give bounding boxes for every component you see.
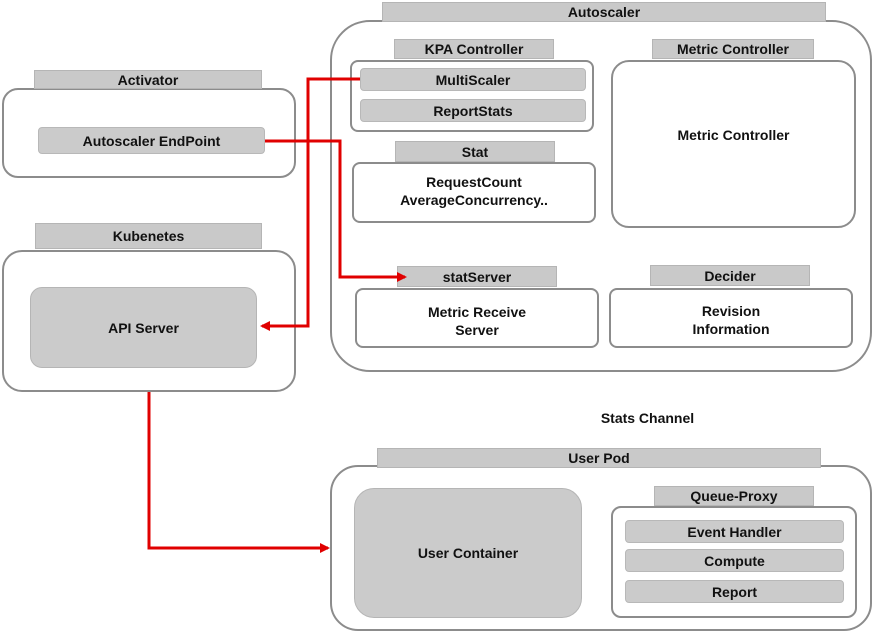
decider-title: Decider (650, 265, 810, 286)
user-pod-title: User Pod (377, 448, 821, 468)
statserver-line1: Metric Receive (427, 303, 527, 320)
arrow-kubernetes-to-user-container (147, 392, 330, 553)
api-server-block: API Server (30, 287, 257, 368)
compute-pill: Compute (625, 549, 844, 572)
metric-controller-label: Metric Controller (677, 126, 790, 143)
metric-controller-title: Metric Controller (652, 39, 814, 59)
decider-line2: Information (692, 320, 770, 337)
kubernetes-title: Kubenetes (35, 223, 262, 249)
decider-line1: Revision (701, 302, 761, 319)
kpa-controller-title: KPA Controller (394, 39, 554, 59)
reportstats-pill: ReportStats (360, 99, 586, 122)
report-pill: Report (625, 580, 844, 603)
decider-box (609, 288, 853, 348)
statserver-title: statServer (397, 266, 557, 287)
multiscaler-pill: MultiScaler (360, 68, 586, 91)
stat-requestcount: RequestCount (426, 173, 522, 190)
activator-title: Activator (34, 70, 262, 89)
user-container-block: User Container (354, 488, 582, 618)
autoscaler-endpoint-pill: Autoscaler EndPoint (38, 127, 265, 154)
statserver-box (355, 288, 599, 348)
queue-proxy-title: Queue-Proxy (654, 486, 814, 506)
stats-channel-label: Stats Channel (600, 409, 695, 426)
metric-controller-box (611, 60, 856, 228)
stat-title: Stat (395, 141, 555, 162)
autoscaler-title: Autoscaler (382, 2, 826, 22)
event-handler-pill: Event Handler (625, 520, 844, 543)
statserver-line2: Server (455, 321, 499, 338)
stat-averageconcurrency: AverageConcurrency.. (400, 191, 548, 208)
